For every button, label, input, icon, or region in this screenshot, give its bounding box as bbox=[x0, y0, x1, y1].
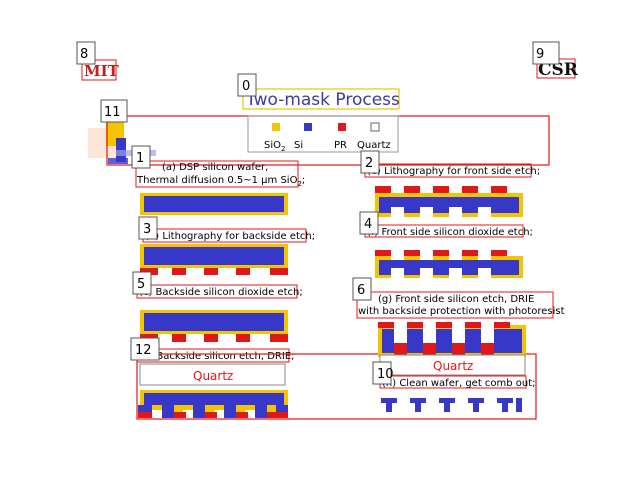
legend-label-quartz: Quartz bbox=[357, 140, 391, 151]
step-d-quartz-label: Quartz bbox=[193, 369, 233, 383]
svg-text:8: 8 bbox=[80, 47, 88, 62]
svg-text:6: 6 bbox=[357, 283, 365, 298]
region-tag-12: 12 bbox=[130, 337, 160, 361]
final-region-box bbox=[136, 353, 537, 420]
region-tags: 8 9 0 11 1 2 3 4 5 6 12 10 bbox=[76, 41, 560, 385]
region-tag-4: 4 bbox=[359, 211, 379, 235]
svg-text:12: 12 bbox=[135, 343, 152, 358]
step-e-caption: (e) Lithography for front side etch; bbox=[367, 166, 540, 177]
legend-swatch-quartz bbox=[370, 122, 380, 132]
mit-logo-text: MIT bbox=[84, 62, 120, 80]
region-tag-9: 8 bbox=[76, 41, 96, 65]
step-a-caption-box bbox=[135, 160, 299, 188]
csr-logo-text: CSR bbox=[538, 60, 579, 80]
region-tag-8: 10 bbox=[372, 361, 394, 385]
step-f-wafer bbox=[375, 250, 523, 278]
svg-text:3: 3 bbox=[143, 222, 151, 237]
step-g-caption-box bbox=[356, 291, 554, 319]
legend-swatch-si bbox=[304, 123, 312, 131]
region-tag-5: 5 bbox=[132, 271, 152, 295]
legend-region-box bbox=[106, 115, 550, 166]
legend-swatch-sio2 bbox=[272, 123, 280, 131]
region-tag-10: 9 bbox=[532, 41, 560, 65]
svg-text:0: 0 bbox=[242, 79, 250, 94]
page-title: Two-mask Process bbox=[245, 90, 400, 110]
svg-text:10: 10 bbox=[377, 367, 394, 382]
step-g-wafer bbox=[378, 322, 526, 357]
step-b-caption: (b) Lithography for backside etch; bbox=[145, 231, 315, 242]
legend-label-pr: PR bbox=[334, 140, 347, 151]
step-b-wafer bbox=[140, 244, 288, 275]
step-f-caption: (f) Front side silicon dioxide etch; bbox=[367, 227, 533, 238]
step-h-caption: (h) Clean wafer, get comb out; bbox=[382, 378, 536, 389]
step-c-caption: (c) Backside silicon dioxide etch; bbox=[139, 287, 303, 298]
step-a-wafer bbox=[140, 193, 288, 215]
svg-text:11: 11 bbox=[104, 105, 121, 120]
region-tag-6: 6 bbox=[352, 277, 372, 301]
mit-logo: MIT bbox=[81, 59, 120, 81]
legend-swatch-pr bbox=[338, 123, 346, 131]
legend: SiO2 Si PR Quartz bbox=[247, 115, 399, 153]
region-tag-11: 11 bbox=[100, 99, 128, 123]
step-a-caption-line1: (a) DSP silicon wafer, bbox=[162, 162, 268, 173]
svg-text:2: 2 bbox=[365, 156, 373, 171]
step-h-combs bbox=[381, 398, 522, 412]
step-g-caption-line2: with backside protection with photoresis… bbox=[358, 306, 565, 317]
step-a-caption-line2: Thermal diffusion 0.5~1 μm SiO2; bbox=[136, 175, 305, 188]
region-tag-1: 1 bbox=[131, 145, 151, 169]
svg-text:5: 5 bbox=[137, 277, 145, 292]
step-c-wafer bbox=[140, 310, 288, 342]
region-tag-3: 3 bbox=[138, 216, 158, 240]
legend-label-si: Si bbox=[294, 140, 303, 151]
step-e-wafer bbox=[375, 186, 523, 217]
step-d-caption: (d) Backside silicon etch, DRIE; bbox=[139, 351, 295, 362]
step-d-wafer bbox=[138, 390, 288, 418]
step-g-caption-line1: (g) Front side silicon etch, DRIE bbox=[378, 294, 534, 305]
title-box bbox=[242, 88, 400, 110]
svg-text:1: 1 bbox=[136, 151, 144, 166]
region-tag-0: 0 bbox=[237, 73, 257, 97]
region-tag-2: 2 bbox=[360, 150, 380, 174]
legend-label-sio2: SiO2 bbox=[264, 140, 285, 153]
step-g-quartz-label: Quartz bbox=[433, 359, 473, 373]
svg-text:4: 4 bbox=[364, 217, 372, 232]
step-d-quartz bbox=[139, 363, 286, 386]
svg-text:9: 9 bbox=[536, 47, 544, 62]
